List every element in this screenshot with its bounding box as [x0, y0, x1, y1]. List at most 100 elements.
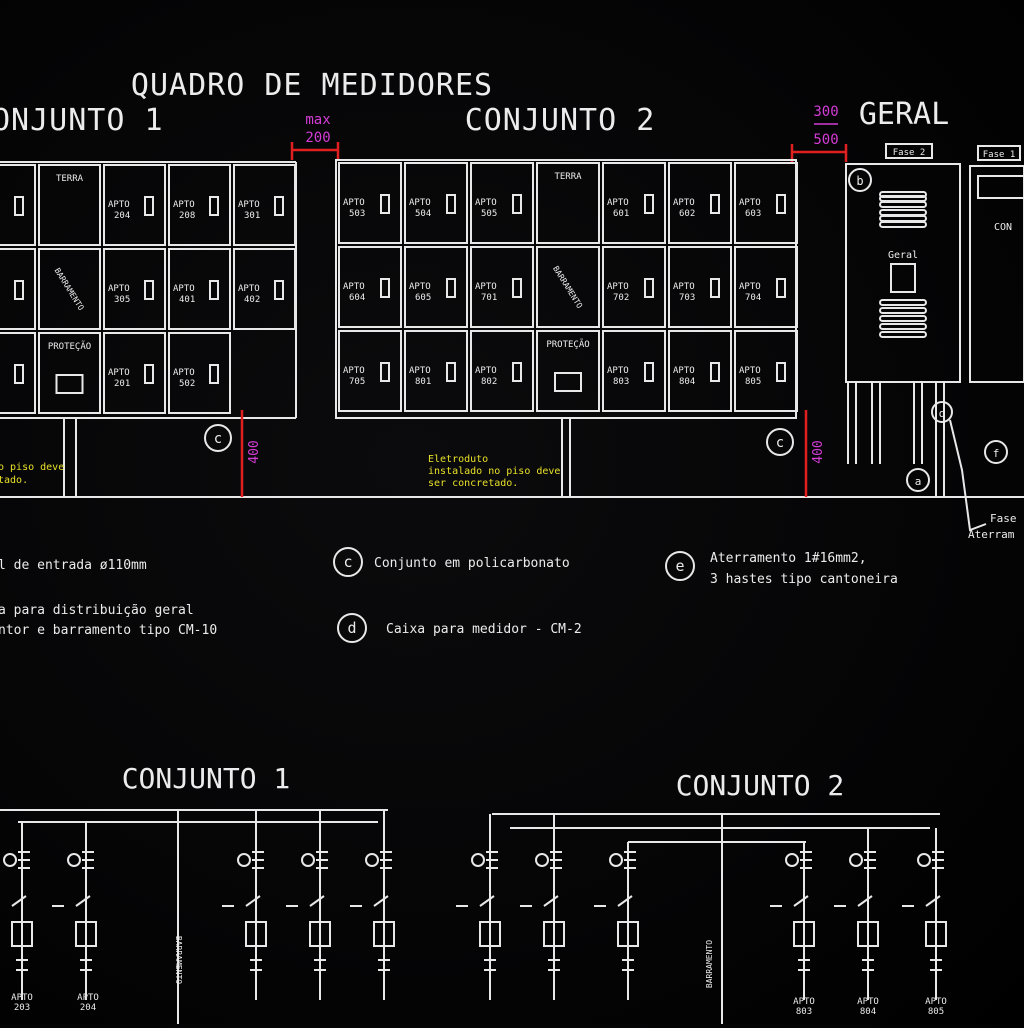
- c2-box-label: APTO: [475, 366, 497, 376]
- c1-box-label: BARRAMENTO: [52, 266, 85, 312]
- single-line-title-2: CONJUNTO 2: [676, 769, 845, 802]
- c1-box-label: APTO: [173, 284, 195, 294]
- conjunto1-title: ONJUNTO 1: [0, 103, 164, 138]
- note-left-1: o piso deve: [0, 462, 64, 473]
- range-top: 300: [813, 104, 838, 120]
- note-mid-1: Eletroduto: [428, 454, 488, 465]
- marker-c-1: c: [204, 424, 232, 452]
- floor-lines: [0, 410, 1024, 498]
- c2-box-number: 705: [349, 377, 365, 387]
- geral-title: GERAL: [859, 97, 949, 132]
- range-bottom: 500: [813, 132, 838, 148]
- max-label: max: [305, 112, 330, 128]
- sl-c1-a-num: 203: [14, 1003, 30, 1013]
- c2-box-number: 701: [481, 293, 497, 303]
- note-mid-3: ser concretado.: [428, 478, 518, 489]
- geral-marker-a: a: [915, 475, 922, 488]
- sl-c2-c-apto: APTO: [925, 997, 947, 1007]
- c2-box-label: APTO: [475, 198, 497, 208]
- legend-b-text-1: a para distribuição geral: [0, 603, 194, 618]
- c2-box-label: TERRA: [554, 172, 582, 182]
- c2-box-number: 504: [415, 209, 431, 219]
- sl-c2-b-num: 804: [860, 1007, 876, 1017]
- geral-side-label: CON: [994, 222, 1012, 233]
- c2-box-number: 505: [481, 209, 497, 219]
- feeder-branch: [286, 810, 331, 1000]
- c1-box-304: 304: [0, 248, 36, 330]
- sl-vertical-label-1: BARRAMENTO: [174, 936, 183, 984]
- feeder-branch: [770, 842, 815, 1000]
- legend-b-text-2: ntor e barramento tipo CM-10: [0, 623, 217, 638]
- marker-c-2: c: [766, 428, 794, 456]
- max-value: 200: [305, 130, 330, 146]
- legend-e-marker: e: [675, 557, 684, 575]
- sl-c1-a-apto: APTO: [11, 993, 33, 1003]
- c1-box-number: 204: [114, 211, 130, 221]
- c1-box-label: PROTEÇÃO: [48, 341, 91, 352]
- sl-c2-c-num: 805: [928, 1007, 944, 1017]
- c2-box-number: 602: [679, 209, 695, 219]
- geral-marker-f: f: [993, 447, 1000, 460]
- c2-box-number: 801: [415, 377, 431, 387]
- c2-box-proteção: PROTEÇÃO: [536, 330, 600, 412]
- feeder-branch: [594, 842, 639, 1000]
- c1-box-label: APTO: [238, 200, 260, 210]
- c1-box-label: TERRA: [56, 174, 84, 184]
- c2-box-label: APTO: [739, 366, 761, 376]
- c2-box-label: PROTEÇÃO: [546, 339, 589, 350]
- feeder-branch: [222, 810, 267, 1000]
- c2-box-number: 702: [613, 293, 629, 303]
- c1-box-number: 201: [114, 379, 130, 389]
- range-dimension: 300 500: [790, 104, 848, 162]
- c2-box-label: APTO: [673, 282, 695, 292]
- c2-box-number: 704: [745, 293, 761, 303]
- single-line-title-1: CONJUNTO 1: [122, 762, 291, 795]
- feeder-branch: [3, 822, 33, 1000]
- legend-c-marker: c: [343, 553, 352, 571]
- c1-box-label: APTO: [108, 200, 130, 210]
- note-left-2: tado.: [0, 475, 28, 486]
- sl-vertical-label-2: BARRAMENTO: [705, 940, 714, 988]
- c2-box-label: APTO: [739, 282, 761, 292]
- legend-d-marker: d: [347, 619, 356, 637]
- geral-tag-fase2: Fase 2: [893, 148, 926, 158]
- conjunto1-panel: 203TERRAAPTO204APTO208APTO301304BARRAMEN…: [0, 161, 297, 419]
- feeder-branch: [902, 828, 947, 1000]
- c1-box-05: 05: [0, 332, 36, 414]
- c1-box-label: APTO: [108, 284, 130, 294]
- c1-box-number: 301: [244, 211, 260, 221]
- c1-box-label: APTO: [238, 284, 260, 294]
- c1-box-number: 402: [244, 295, 260, 305]
- c2-box-label: APTO: [607, 282, 629, 292]
- legend-a-text: l de entrada ø110mm: [0, 558, 147, 573]
- sl-c2-a-num: 803: [796, 1007, 812, 1017]
- geral-center-label: Geral: [888, 250, 918, 261]
- c2-box-number: 802: [481, 377, 497, 387]
- feeder-branch: [350, 810, 395, 1000]
- c1-box-label: APTO: [173, 368, 195, 378]
- c2-box-number: 605: [415, 293, 431, 303]
- legend-e-text-2: 3 hastes tipo cantoneira: [710, 572, 898, 587]
- geral-tag-fase1: Fase 1: [983, 150, 1016, 160]
- c2-box-label: APTO: [739, 198, 761, 208]
- c2-box-label: APTO: [409, 366, 431, 376]
- c2-box-barramento: BARRAMENTO: [536, 246, 600, 328]
- legend-e-text-1: Aterramento 1#16mm2,: [710, 551, 867, 566]
- c2-box-number: 603: [745, 209, 761, 219]
